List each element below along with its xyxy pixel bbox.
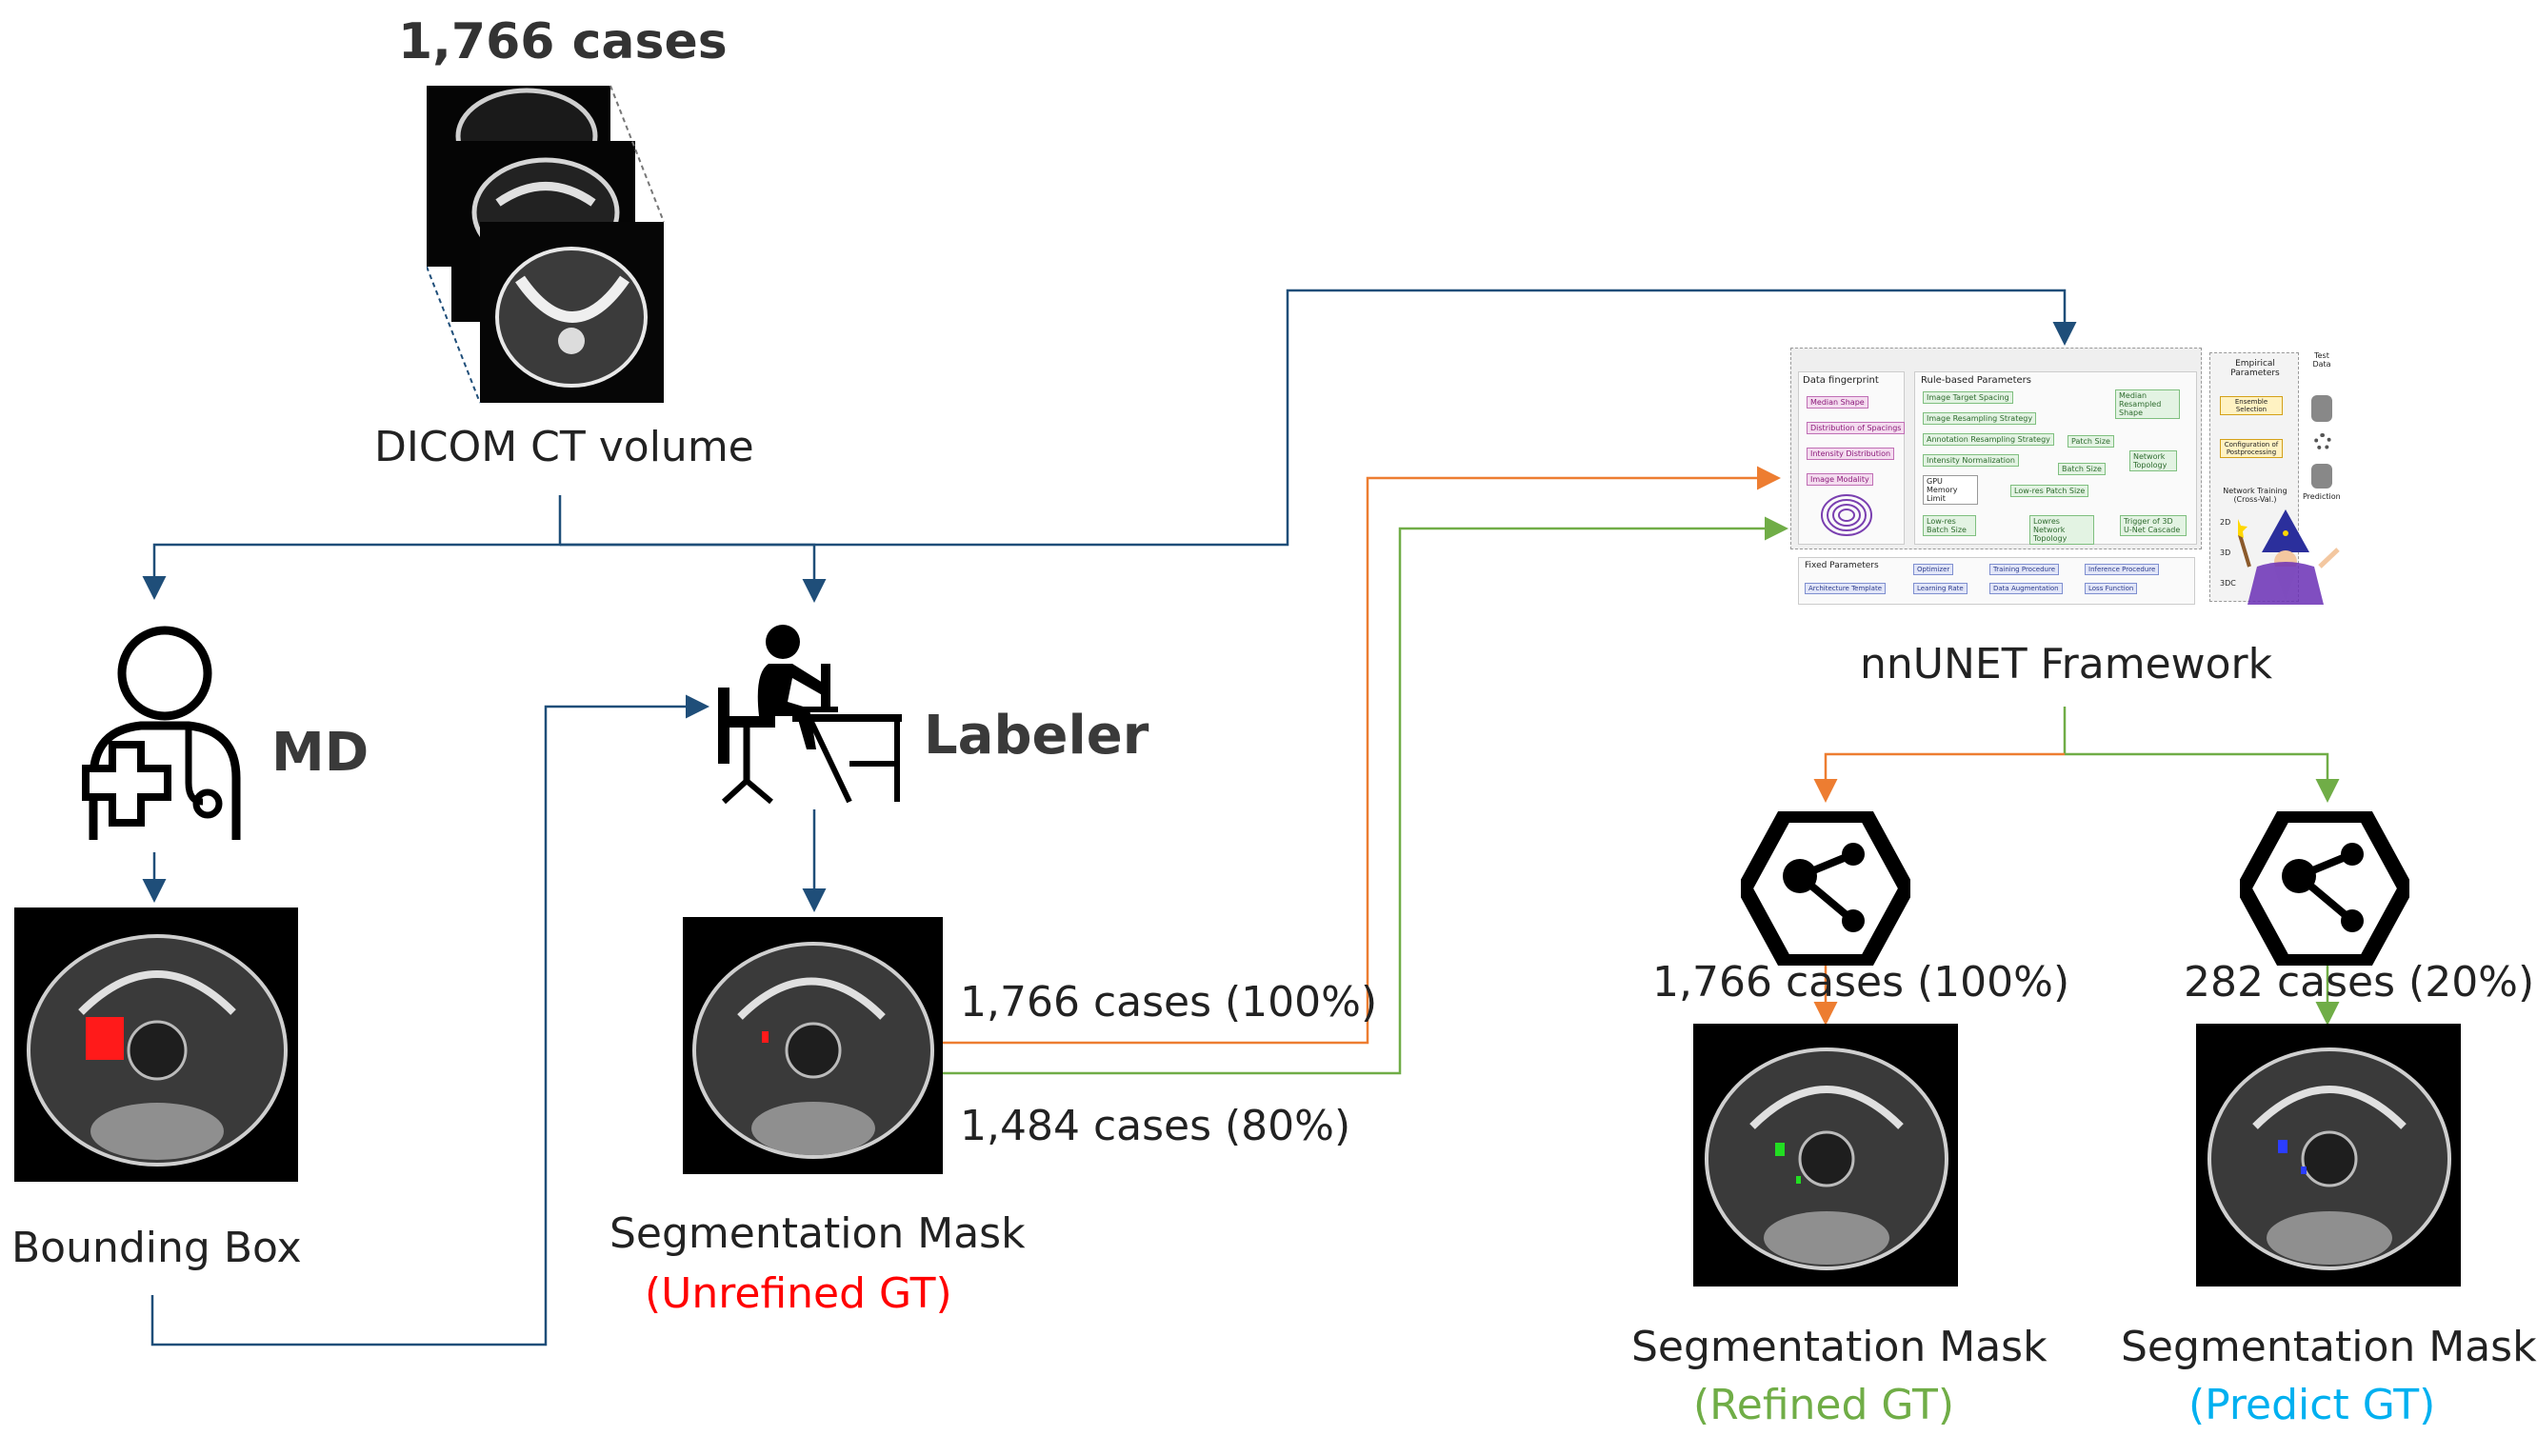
fixed-params-panel: Fixed Parameters Architecture Template O… bbox=[1798, 557, 2195, 605]
network-item: 2D bbox=[2220, 518, 2231, 527]
fixed-item: Learning Rate bbox=[1913, 583, 1968, 594]
rule-item: Image Resampling Strategy bbox=[1923, 412, 2037, 425]
framework-label: nnUNET Framework bbox=[1860, 640, 2273, 688]
predict-gt-label: (Predict GT) bbox=[2188, 1381, 2436, 1429]
dicom-volume-label: DICOM CT volume bbox=[374, 423, 754, 471]
doctor-icon bbox=[65, 621, 246, 845]
predict-count-label: 282 cases (20%) bbox=[2184, 958, 2535, 1007]
fp-item: Median Shape bbox=[1807, 396, 1868, 409]
fingerprint-title: Data fingerprint bbox=[1803, 375, 1879, 386]
refined-gt-label: (Refined GT) bbox=[1693, 1381, 1954, 1429]
labeler-icon bbox=[716, 621, 907, 807]
fp-item: Distribution of Spacings bbox=[1807, 422, 1906, 434]
bounding-box-label: Bounding Box bbox=[11, 1224, 302, 1272]
fixed-item: Inference Procedure bbox=[2085, 564, 2160, 575]
refined-mask-ct-image bbox=[1693, 1024, 1958, 1286]
bounding-box-ct-image bbox=[14, 908, 298, 1182]
rule-based-title: Rule-based Parameters bbox=[1921, 375, 2031, 386]
rule-item: GPU Memory Limit bbox=[1923, 475, 1978, 505]
arrow-bbox-to-labeler bbox=[150, 694, 709, 1346]
fixed-title: Fixed Parameters bbox=[1805, 561, 1879, 570]
arrow-nnunet-to-refined bbox=[1813, 752, 2065, 803]
database-icon bbox=[2311, 395, 2332, 422]
rule-item: Intensity Normalization bbox=[1923, 454, 2019, 467]
rule-item: Image Target Spacing bbox=[1923, 391, 2013, 404]
rule-item: Batch Size bbox=[2058, 463, 2106, 475]
prediction-label: Prediction bbox=[2303, 492, 2341, 501]
refined-count-label: 1,766 cases (100%) bbox=[1652, 958, 2070, 1007]
network-hexagon-icon bbox=[1735, 808, 1916, 969]
fixed-item: Architecture Template bbox=[1805, 583, 1887, 594]
arrow-nnunet-to-predict bbox=[2065, 752, 2340, 803]
arrow-mask-to-nnunet-all bbox=[943, 466, 1781, 1045]
predict-mask-label: Segmentation Mask bbox=[2121, 1323, 2537, 1371]
unrefined-mask-label: Segmentation Mask bbox=[609, 1209, 1026, 1258]
fingerprint-icon bbox=[1821, 494, 1872, 536]
nnunet-framework-diagram: Data fingerprint Median Shape Distributi… bbox=[1790, 348, 2343, 609]
network-item: 3D bbox=[2220, 548, 2231, 557]
network-item: 3DC bbox=[2220, 579, 2236, 588]
labeler-role-label: Labeler bbox=[924, 705, 1149, 767]
predict-mask-ct-image bbox=[2196, 1024, 2461, 1286]
rule-item: Low-res Patch Size bbox=[2010, 485, 2089, 497]
test-data-label: Test Data bbox=[2312, 351, 2331, 369]
fixed-item: Training Procedure bbox=[1989, 564, 2060, 575]
fp-item: Intensity Distribution bbox=[1807, 448, 1895, 460]
rule-item: Low-res Batch Size bbox=[1923, 515, 1976, 536]
rule-item: Trigger of 3D U-Net Cascade bbox=[2120, 515, 2187, 536]
dataset-count-label: 1,766 cases bbox=[398, 13, 728, 70]
dicom-ct-stack bbox=[426, 84, 665, 408]
fingerprint-panel: Data fingerprint Median Shape Distributi… bbox=[1798, 371, 1906, 545]
empirical-item: Ensemble Selection bbox=[2220, 396, 2283, 415]
unrefined-gt-label: (Unrefined GT) bbox=[645, 1269, 952, 1318]
rule-item: Median Resampled Shape bbox=[2115, 389, 2180, 419]
rule-item: Network Topology bbox=[2129, 450, 2177, 471]
empirical-item: Configuration of Postprocessing bbox=[2220, 439, 2283, 458]
arrow-dicom-to-labeler bbox=[560, 543, 827, 603]
arrow-dicom-to-nnunet bbox=[560, 289, 2077, 547]
gear-icon bbox=[2314, 433, 2331, 450]
rule-based-panel: Rule-based Parameters Image Target Spaci… bbox=[1914, 371, 2197, 545]
fp-item: Image Modality bbox=[1807, 473, 1873, 486]
md-role-label: MD bbox=[271, 722, 370, 784]
fixed-item: Optimizer bbox=[1913, 564, 1954, 575]
network-hexagon-icon bbox=[2234, 808, 2415, 969]
wizard-icon bbox=[2238, 509, 2340, 605]
rule-item: Patch Size bbox=[2068, 435, 2114, 448]
unrefined-mask-ct-image bbox=[683, 917, 943, 1174]
refined-mask-label: Segmentation Mask bbox=[1631, 1323, 2048, 1371]
split-train-label: 1,484 cases (80%) bbox=[960, 1102, 1351, 1150]
split-all-label: 1,766 cases (100%) bbox=[960, 978, 1378, 1027]
fixed-item: Data Augmentation bbox=[1989, 583, 2063, 594]
empirical-title: Empirical Parameters bbox=[2230, 359, 2280, 378]
fixed-item: Loss Function bbox=[2085, 583, 2138, 594]
rule-item: Annotation Resampling Strategy bbox=[1923, 433, 2054, 446]
arrow-dicom-to-md bbox=[142, 495, 562, 600]
rule-item: Lowres Network Topology bbox=[2029, 515, 2094, 545]
network-training-title: Network Training (Cross-Val.) bbox=[2223, 487, 2287, 504]
arrow-mask-to-nnunet-train bbox=[943, 516, 1788, 1075]
database-icon bbox=[2311, 464, 2332, 489]
